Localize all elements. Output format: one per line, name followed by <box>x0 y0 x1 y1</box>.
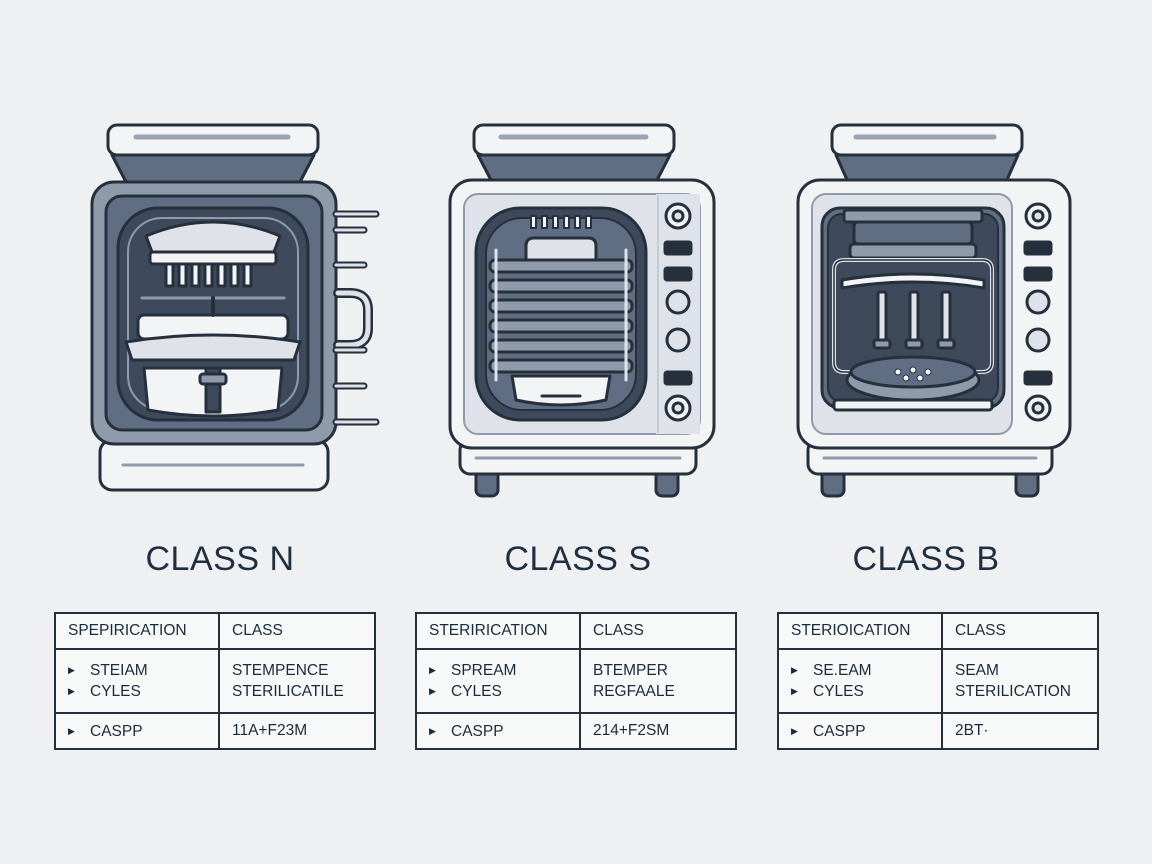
table-header-cell: SPEPIRICATION <box>54 612 220 650</box>
list-item-label: CYLES <box>90 683 141 700</box>
table-cell: BTEMPER REGFAALE <box>579 648 737 714</box>
spec-table-class-s: STERIRICATION CLASS ▶ SPREAM ▶ CYLES BTEMP… <box>415 612 737 750</box>
table-cell: 11A+F23M <box>218 712 376 750</box>
list-item-label: CASPP <box>90 722 143 740</box>
list-item: ▶ CASPP <box>429 721 567 742</box>
table-cell: STEMPENCE STERILICATILE <box>218 648 376 714</box>
bullet-triangle-icon: ▶ <box>429 725 436 736</box>
list-item: ▶ CASPP <box>791 721 929 742</box>
table-cell: ▶ CASPP <box>777 712 943 750</box>
list-item: ▶ CASPP <box>68 721 206 742</box>
list-item-label: CYLES <box>813 683 864 700</box>
class-b-title: CLASS B <box>852 540 1000 578</box>
class-s-title: CLASS S <box>504 540 652 578</box>
table-cell: ▶ CASPP <box>415 712 581 750</box>
list-item-label: CASPP <box>451 722 504 740</box>
table-cell: ▶ SE.EAM ▶ CYLES <box>777 648 943 714</box>
list-item-label: CASPP <box>813 722 866 740</box>
cell-line: SEAM <box>955 662 999 679</box>
cell-line: STEMPENCE <box>232 662 329 679</box>
spec-table-class-n: SPEPIRICATION CLASS ▶ STEIAM ▶ CYLES STEMP… <box>54 612 376 750</box>
list-item-label: STEIAM <box>90 662 148 679</box>
list-item: ▶ CYLES <box>429 681 567 702</box>
table-header-cell: CLASS <box>941 612 1099 650</box>
list-item: ▶ CYLES <box>791 681 929 702</box>
autoclave-b-icon <box>796 123 1072 498</box>
table-header-cell: STERIOICATION <box>777 612 943 650</box>
autoclave-class-n-illustration <box>88 110 418 510</box>
bullet-triangle-icon: ▶ <box>429 665 436 675</box>
cell-line: REGFAALE <box>593 683 675 700</box>
list-item: ▶ SE.EAM <box>791 660 929 681</box>
list-item: ▶ STEIAM <box>68 660 206 681</box>
table-cell: ▶ SPREAM ▶ CYLES <box>415 648 581 714</box>
bullet-triangle-icon: ▶ <box>791 686 798 696</box>
cell-line: STERILICATILE <box>232 683 344 700</box>
cell-line: STERILICATION <box>955 683 1071 700</box>
table-header-cell: CLASS <box>218 612 376 650</box>
table-header-cell: CLASS <box>579 612 737 650</box>
bullet-triangle-icon: ▶ <box>68 725 75 736</box>
list-item: ▶ CYLES <box>68 681 206 702</box>
list-item-label: CYLES <box>451 683 502 700</box>
list-item-label: SPREAM <box>451 662 517 679</box>
bullet-triangle-icon: ▶ <box>68 665 75 675</box>
spec-table-class-b: STERIOICATION CLASS ▶ SE.EAM ▶ CYLES SEAM … <box>777 612 1099 750</box>
autoclave-class-s-illustration <box>446 110 776 510</box>
table-cell: 214+F2SM <box>579 712 737 750</box>
bullet-triangle-icon: ▶ <box>68 686 75 696</box>
bullet-triangle-icon: ▶ <box>791 665 798 675</box>
autoclave-s-icon <box>448 123 716 498</box>
table-cell: ▶ STEIAM ▶ CYLES <box>54 648 220 714</box>
table-header-cell: STERIRICATION <box>415 612 581 650</box>
table-cell: ▶ CASPP <box>54 712 220 750</box>
bullet-triangle-icon: ▶ <box>791 725 798 736</box>
bullet-triangle-icon: ▶ <box>429 686 436 696</box>
list-item: ▶ SPREAM <box>429 660 567 681</box>
class-n-title: CLASS N <box>145 540 295 578</box>
autoclave-n-icon <box>90 123 380 492</box>
list-item-label: SE.EAM <box>813 662 872 679</box>
table-cell: SEAM STERILICATION <box>941 648 1099 714</box>
table-cell: 2BT· <box>941 712 1099 750</box>
autoclave-class-b-illustration <box>794 110 1124 510</box>
cell-line: BTEMPER <box>593 662 668 679</box>
